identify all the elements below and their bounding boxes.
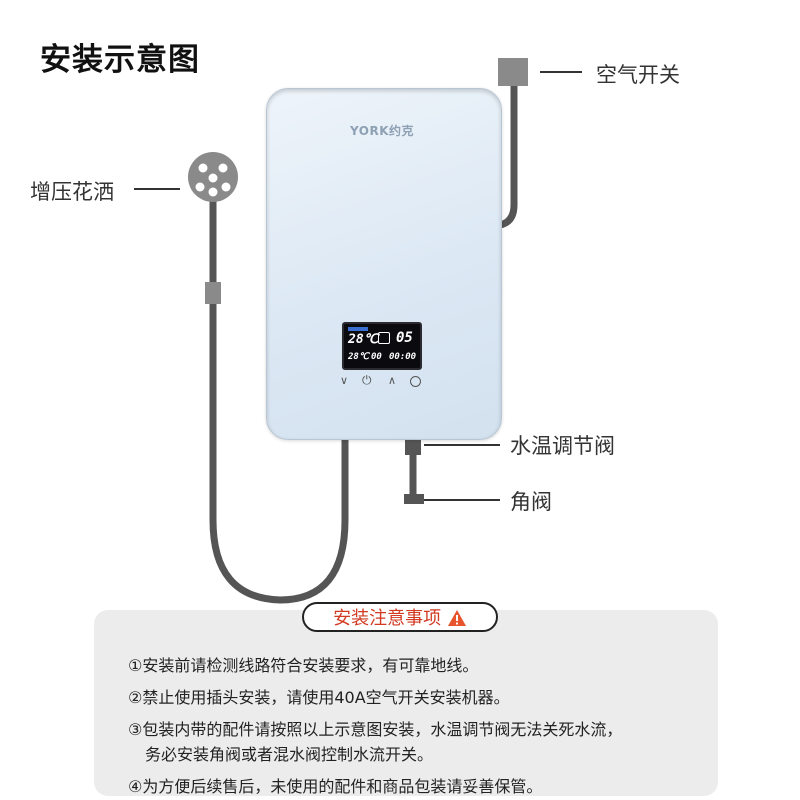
water-heater-panel <box>266 88 502 440</box>
notice-heading: 安装注意事项 <box>302 602 498 632</box>
down-button[interactable]: ∨ <box>340 374 349 387</box>
angle-valve-icon <box>404 494 424 504</box>
power-button[interactable]: ⏻ <box>362 373 372 387</box>
heater-mode-icon <box>378 332 390 344</box>
shower-label: 增压花洒 <box>30 180 114 204</box>
power-cable <box>496 76 518 229</box>
display-value-big: 05 <box>396 330 413 346</box>
shower-head-holes <box>195 163 231 197</box>
page-title: 安装示意图 <box>40 42 200 78</box>
display-temp-small: 28℃ <box>348 352 369 362</box>
display-time-small: 00 <box>371 352 382 362</box>
mode-button[interactable] <box>410 376 421 387</box>
notice-item-1: ①安装前请检测线路符合安装要求，有可靠地线。 <box>128 656 479 675</box>
warning-icon <box>447 610 466 626</box>
display-indicator <box>348 327 368 331</box>
notice-item-3: ③包装内带的配件请按照以上示意图安装，水温调节阀无法关死水流， <box>128 720 623 739</box>
notice-item-2: ②禁止使用插头安装，请使用40A空气开关安装机器。 <box>128 688 510 707</box>
air-switch-label: 空气开关 <box>596 63 680 87</box>
temp-valve-label: 水温调节阀 <box>510 434 615 458</box>
shower-hose <box>209 194 349 604</box>
temp-valve-icon <box>405 437 421 455</box>
up-button[interactable]: ∧ <box>388 374 397 387</box>
display-clock: 00:00 <box>389 352 417 362</box>
display-temp-big: 28℃ <box>348 332 379 347</box>
notice-panel <box>94 610 718 796</box>
air-switch-icon <box>498 58 528 86</box>
lcd-display: 28℃ 05 28℃ 00 00:00 <box>342 322 422 370</box>
notice-item-3-cont: 务必安装角阀或者混水阀控制水流开关。 <box>145 745 434 764</box>
hose-connector <box>205 282 221 304</box>
brand-logo: YORK约克 <box>350 124 415 138</box>
notice-item-4: ④为方便后续售后，未使用的配件和商品包装请妥善保管。 <box>128 777 543 796</box>
angle-valve-label: 角阀 <box>510 490 552 514</box>
